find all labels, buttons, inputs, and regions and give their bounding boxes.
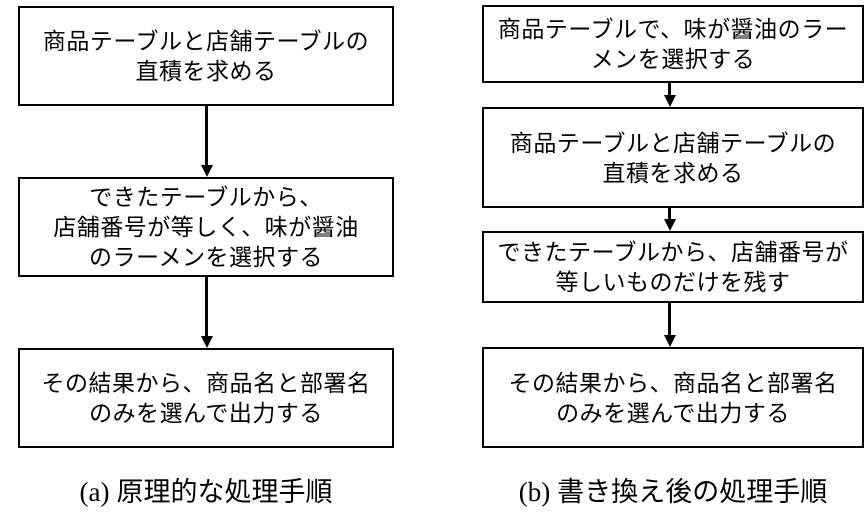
flow-step-b3-text-line1: できたテーブルから、店舗番号が bbox=[497, 239, 849, 265]
flow-step-b1-box: 商品テーブルで、味が醤油のラー メンを選択する bbox=[482, 5, 864, 83]
flow-step-b4-text-line2: のみを選んで出力する bbox=[556, 399, 790, 426]
arrow-head-icon bbox=[663, 95, 676, 107]
arrow-head-icon bbox=[200, 336, 213, 348]
flow-step-a2-text-line1: できたテーブルから、 bbox=[89, 184, 323, 210]
flow-step-b3-text-line2: 等しいものだけを残す bbox=[555, 269, 791, 295]
caption-a-prefix: (a) bbox=[79, 477, 110, 507]
flow-step-a1-text-line2: 直積を求める bbox=[135, 58, 277, 84]
down-arrow-a2 bbox=[200, 277, 213, 348]
flow-step-a2-box: できたテーブルから、 店舗番号が等しく、味が醤油 のラーメンを選択する bbox=[18, 177, 394, 277]
caption-a-text: 原理的な処理手順 bbox=[116, 477, 333, 507]
arrow-head-icon bbox=[200, 165, 213, 177]
flow-step-a2-text-line2: 店舗番号が等しく、味が醤油 bbox=[53, 214, 359, 240]
caption-a: (a)原理的な処理手順 bbox=[18, 474, 394, 510]
flow-step-b4-text-line1: その結果から、商品名と部署名 bbox=[508, 369, 838, 396]
flow-step-a2-text-line3: のラーメンを選択する bbox=[88, 244, 324, 270]
arrow-head-icon bbox=[663, 335, 676, 347]
caption-b-prefix: (b) bbox=[518, 477, 551, 507]
arrow-shaft bbox=[668, 208, 671, 220]
flow-step-b1-text-line1: 商品テーブルで、味が醤油のラー bbox=[497, 16, 849, 42]
flow-step-b2-text-line1: 商品テーブルと店舗テーブルの bbox=[509, 129, 837, 156]
arrow-shaft bbox=[205, 106, 208, 166]
flow-step-b4-box: その結果から、商品名と部署名 のみを選んで出力する bbox=[482, 347, 864, 448]
caption-b-text: 書き換え後の処理手順 bbox=[557, 477, 828, 507]
down-arrow-b1 bbox=[663, 83, 676, 107]
flow-step-b2-box: 商品テーブルと店舗テーブルの 直積を求める bbox=[482, 107, 864, 208]
flow-step-b1-text-line2: メンを選択する bbox=[590, 46, 756, 72]
down-arrow-a1 bbox=[200, 106, 213, 177]
flow-step-b2-text-line2: 直積を求める bbox=[602, 159, 744, 186]
flow-step-a3-text-line1: その結果から、商品名と部署名 bbox=[41, 370, 371, 396]
arrow-shaft bbox=[668, 303, 671, 336]
flow-step-a1-box: 商品テーブルと店舗テーブルの 直積を求める bbox=[18, 6, 394, 106]
down-arrow-b3 bbox=[663, 303, 676, 347]
arrow-head-icon bbox=[663, 219, 676, 231]
arrow-shaft bbox=[205, 277, 208, 337]
flow-step-b3-box: できたテーブルから、店舗番号が 等しいものだけを残す bbox=[482, 231, 864, 303]
flow-step-a3-box: その結果から、商品名と部署名 のみを選んで出力する bbox=[18, 348, 394, 448]
arrow-shaft bbox=[668, 83, 671, 96]
flow-step-a1-text-line1: 商品テーブルと店舗テーブルの bbox=[42, 28, 370, 54]
down-arrow-b2 bbox=[663, 208, 676, 231]
flow-step-a3-text-line2: のみを選んで出力する bbox=[89, 400, 323, 426]
caption-b: (b)書き換え後の処理手順 bbox=[482, 474, 864, 510]
